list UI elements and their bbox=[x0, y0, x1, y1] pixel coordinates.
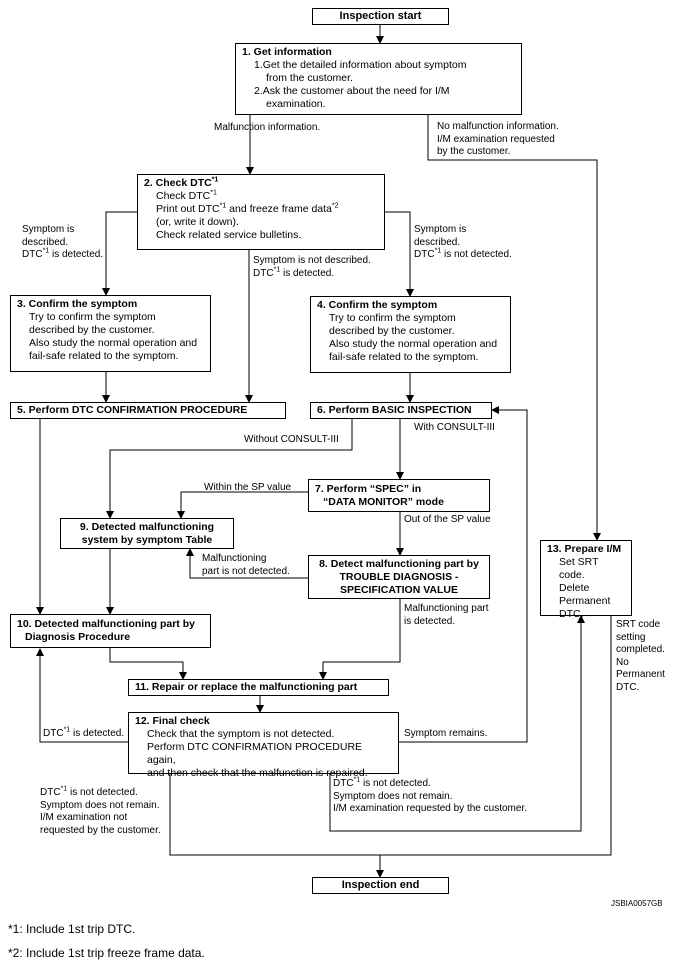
step-13-line: DTC. bbox=[559, 608, 584, 620]
step-1-get-information: 1. Get information 1.Get the detailed in… bbox=[235, 43, 522, 115]
label-no-malfunction-information: No malfunction information. I/M examinat… bbox=[437, 121, 559, 157]
step-5-dtc-confirmation: 5. Perform DTC CONFIRMATION PROCEDURE bbox=[10, 402, 286, 419]
label-not-detected-requested: DTC*1 is not detected. Symptom does not … bbox=[333, 776, 527, 814]
step-2-line: Print out DTC*1 and freeze frame data*2 bbox=[156, 202, 339, 216]
label-not-detected-not-requested: DTC*1 is not detected. Symptom does not … bbox=[40, 785, 161, 836]
step-1-line: from the customer. bbox=[266, 72, 353, 84]
step-12-final-check: 12. Final check Check that the symptom i… bbox=[128, 712, 399, 779]
label-symptom-described-dtc-detected: Symptom is described. DTC*1 is detected. bbox=[22, 224, 104, 260]
arrow-12-to-6 bbox=[399, 406, 528, 743]
step-2-check-dtc: 2. Check DTC*1 Check DTC*1 Print out DTC… bbox=[137, 174, 385, 250]
step-8-line: 8. Detect malfunctioning part by bbox=[319, 558, 479, 570]
arrow-2-to-3 bbox=[102, 211, 137, 296]
label-without-consult: Without CONSULT-III bbox=[244, 434, 339, 445]
step-1-line: examination. bbox=[266, 98, 326, 110]
label-symptom-described-dtc-not-detected: Symptom is described. DTC*1 is not detec… bbox=[414, 224, 512, 260]
step-8-trouble-diagnosis: 8. Detect malfunctioning part by TROUBLE… bbox=[308, 555, 490, 599]
step-13-line: Permanent bbox=[559, 595, 611, 607]
step-12-line: Check that the symptom is not detected. bbox=[147, 728, 335, 740]
step-12-title: 12. Final check bbox=[135, 715, 210, 727]
label-dtc-is-detected: DTC*1 is detected. bbox=[43, 726, 125, 739]
inspection-end-box: Inspection end bbox=[312, 877, 449, 894]
label-srt-code-completed: SRT code setting completed. No Permanent… bbox=[616, 619, 665, 693]
arrow-10-to-11 bbox=[109, 648, 187, 680]
inspection-start-label: Inspection start bbox=[339, 10, 422, 22]
step-9-symptom-table: 9. Detected malfunctioning system by sym… bbox=[60, 518, 234, 549]
step-2-line: (or, write it down). bbox=[156, 216, 239, 228]
step-7-line: “DATA MONITOR” mode bbox=[323, 496, 444, 508]
connector-lines bbox=[36, 24, 612, 878]
step-13-line: Delete bbox=[559, 582, 590, 594]
step-1-line: 1.Get the detailed information about sym… bbox=[254, 59, 467, 71]
arrow-12-to-10 bbox=[36, 648, 128, 743]
label-within-sp-value: Within the SP value bbox=[204, 482, 292, 493]
flowchart: Inspection start 1. Get information 1.Ge… bbox=[10, 8, 665, 908]
step-6-label: 6. Perform BASIC INSPECTION bbox=[317, 404, 472, 416]
step-9-line: system by symptom Table bbox=[81, 534, 213, 546]
label-malfunction-information: Malfunction information. bbox=[214, 122, 321, 133]
step-11-label: 11. Repair or replace the malfunctioning… bbox=[135, 681, 358, 693]
arrow-12-to-13 bbox=[329, 615, 585, 832]
step-4-line: Also study the normal operation and bbox=[329, 338, 498, 350]
inspection-start-box: Inspection start bbox=[312, 8, 449, 25]
arrow-8-to-9 bbox=[186, 548, 308, 579]
step-8-line: SPECIFICATION VALUE bbox=[339, 584, 459, 596]
step-13-title: 13. Prepare I/M bbox=[547, 543, 622, 555]
label-part-not-detected: Malfunctioning part is not detected. bbox=[202, 553, 290, 577]
step-4-confirm-symptom: 4. Confirm the symptom Try to confirm th… bbox=[310, 296, 511, 373]
figure-code: JSBIA0057GB bbox=[611, 899, 663, 908]
label-symptom-remains: Symptom remains. bbox=[404, 728, 488, 739]
step-4-line: Try to confirm the symptom bbox=[329, 312, 456, 324]
step-10-diagnosis-procedure: 10. Detected malfunctioning part by Diag… bbox=[10, 614, 211, 648]
step-3-confirm-symptom: 3. Confirm the symptom Try to confirm th… bbox=[10, 295, 211, 372]
step-2-line: Check related service bulletins. bbox=[156, 229, 302, 241]
step-2-title: 2. Check DTC*1 bbox=[144, 176, 219, 190]
arrow-2-to-4 bbox=[384, 211, 414, 297]
step-3-line: Try to confirm the symptom bbox=[29, 311, 156, 323]
step-3-line: fail-safe related to the symptom. bbox=[29, 350, 179, 362]
step-12-line: Perform DTC CONFIRMATION PROCEDURE again… bbox=[147, 741, 363, 766]
step-1-title: 1. Get information bbox=[242, 46, 332, 58]
step-2-line: Check DTC*1 bbox=[156, 189, 217, 203]
step-7-spec-data-monitor: 7. Perform “SPEC” in “DATA MONITOR” mode bbox=[308, 479, 490, 512]
step-12-line: and then check that the malfunction is r… bbox=[147, 767, 368, 779]
footnote-2: *2: Include 1st trip freeze frame data. bbox=[8, 946, 205, 960]
step-13-prepare-im: 13. Prepare I/M Set SRT code. Delete Per… bbox=[540, 540, 632, 620]
step-5-label: 5. Perform DTC CONFIRMATION PROCEDURE bbox=[17, 404, 248, 416]
step-7-line: 7. Perform “SPEC” in bbox=[315, 483, 422, 495]
step-8-line: TROUBLE DIAGNOSIS - bbox=[339, 571, 459, 583]
step-10-line: Diagnosis Procedure bbox=[25, 631, 131, 643]
step-4-line: described by the customer. bbox=[329, 325, 455, 337]
step-4-line: fail-safe related to the symptom. bbox=[329, 351, 479, 363]
arrow-8-to-11 bbox=[319, 599, 401, 680]
label-symptom-not-described: Symptom is not described. DTC*1 is detec… bbox=[253, 255, 371, 279]
step-3-title: 3. Confirm the symptom bbox=[17, 298, 138, 310]
label-out-of-sp-value: Out of the SP value bbox=[404, 514, 491, 525]
arrow-12-to-end bbox=[169, 774, 384, 878]
label-with-consult: With CONSULT-III bbox=[414, 422, 495, 433]
label-part-detected: Malfunctioning part is detected. bbox=[404, 603, 489, 627]
step-11-repair-replace: 11. Repair or replace the malfunctioning… bbox=[128, 679, 389, 696]
arrow-13-to-end bbox=[380, 616, 612, 856]
step-3-line: described by the customer. bbox=[29, 324, 155, 336]
footnote-1: *1: Include 1st trip DTC. bbox=[8, 922, 136, 936]
step-13-line: Set SRT code. bbox=[559, 556, 599, 581]
arrow-7-to-9 bbox=[177, 491, 308, 519]
inspection-end-label: Inspection end bbox=[341, 879, 420, 891]
step-10-line: 10. Detected malfunctioning part by bbox=[17, 618, 195, 630]
step-9-line: 9. Detected malfunctioning bbox=[79, 521, 215, 533]
arrow-6-to-9 bbox=[106, 418, 353, 519]
step-4-title: 4. Confirm the symptom bbox=[317, 299, 438, 311]
step-1-line: 2.Ask the customer about the need for I/… bbox=[254, 85, 450, 97]
step-6-basic-inspection: 6. Perform BASIC INSPECTION bbox=[310, 402, 492, 419]
step-3-line: Also study the normal operation and bbox=[29, 337, 198, 349]
arrow-1-to-13 bbox=[427, 115, 601, 541]
